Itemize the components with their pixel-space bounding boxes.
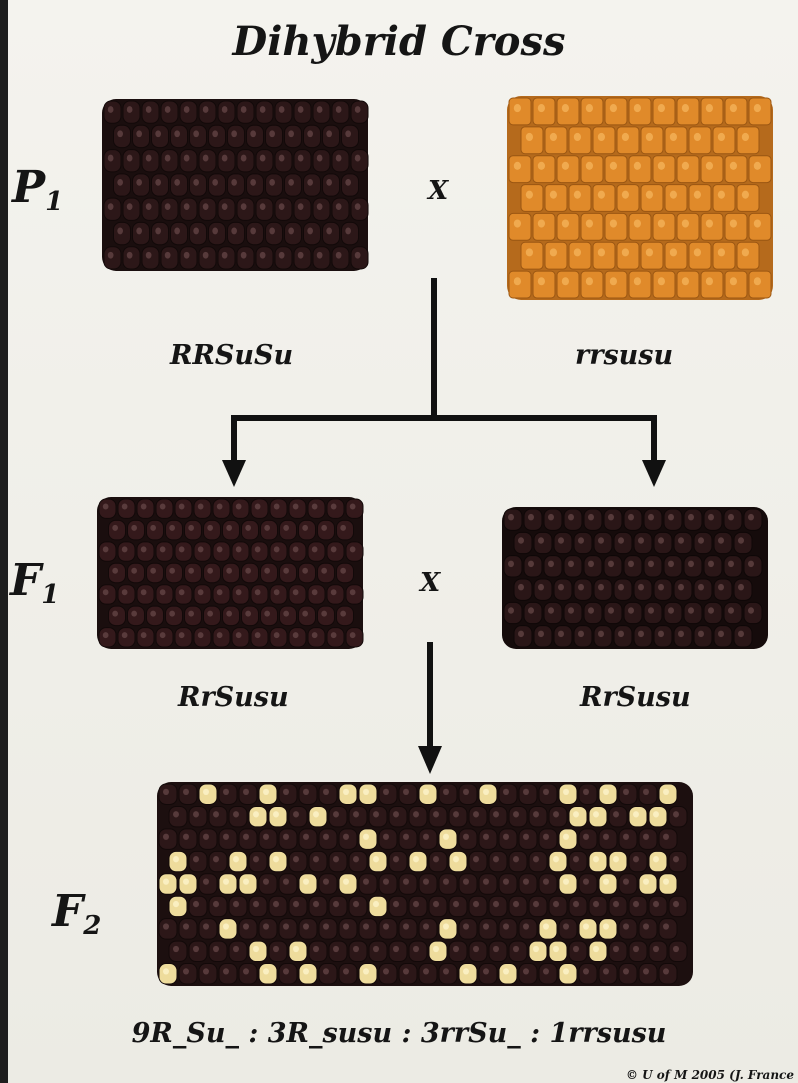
f2-arrowhead	[418, 746, 442, 774]
f1-left-arrowhead	[222, 460, 246, 487]
image-credit: © U of M 2005 (J. France	[626, 1068, 794, 1082]
f1-right-arrowhead	[642, 460, 666, 487]
segregation-ratio: 9R_Su_ : 3R_susu : 3rrSu_ : 1rrsusu	[0, 1018, 798, 1049]
